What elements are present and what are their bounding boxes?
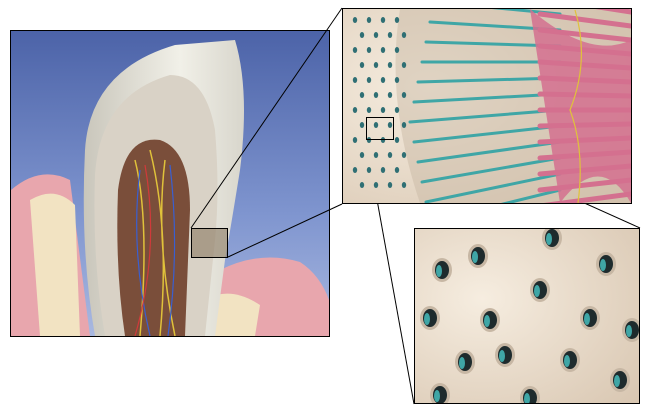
tubule-opening [380,17,386,23]
tubule-opening [352,77,358,83]
tubule-wall [484,315,490,327]
tubule [412,92,562,104]
tubule-opening [394,107,400,113]
tubule-opening [366,107,372,113]
tubule-opening [380,107,386,113]
tubule-opening [359,62,365,68]
tubule-opening [366,167,372,173]
tubule-wall [472,251,478,263]
tubule-opening [352,47,358,53]
tubule-opening [352,137,358,143]
zoom-box-2 [366,117,394,140]
tubule-opening [387,152,393,158]
tubule-opening [401,182,407,188]
tubule-wall [626,325,632,337]
tubule-opening [401,62,407,68]
tubule-opening [387,62,393,68]
odontoblast-process [537,11,631,29]
tubule-opening [394,77,400,83]
tubule-openings-closeup [420,229,639,403]
tubule-wall [614,375,620,387]
tubule-opening [401,92,407,98]
tubule-opening [366,17,372,23]
panel-border [10,30,330,337]
tubule-opening [380,167,386,173]
tubule [416,140,562,164]
tubule-opening [387,92,393,98]
tubule-opening [359,122,365,128]
tubule [412,124,562,144]
tubule-opening [380,47,386,53]
tubule-wall [436,265,442,277]
odontoblast-process [543,191,631,203]
tubule-opening [387,32,393,38]
tubule-opening [373,32,379,38]
tubule-opening [401,32,407,38]
tubule-wall [434,390,440,402]
tubule-wall [546,233,552,245]
tubule [416,76,562,84]
tubule-wall [459,357,465,369]
tubule [424,172,562,203]
tubule-wall [564,355,570,367]
tubule-opening [373,92,379,98]
tubule-opening [359,152,365,158]
dentin-surface-panel [414,228,640,404]
tubule-opening [373,182,379,188]
tubule-opening [373,62,379,68]
tubule-opening [373,152,379,158]
dentin-tubules-panel [342,8,632,204]
tubule-wall [584,313,590,325]
odontoblasts [530,9,631,203]
tubule-opening [380,77,386,83]
tooth-cross-section-panel [10,30,330,337]
tubule-opening [352,17,358,23]
tubule [500,188,562,203]
tubule-wall [499,350,505,362]
tubule [420,156,562,184]
tubule-opening [394,137,400,143]
tubule-wall [600,259,606,271]
tubule-opening [401,122,407,128]
nerve-fiber [569,9,583,203]
dentin-sample-area [192,228,228,257]
tubule-opening [394,17,400,23]
tubule-opening [387,182,393,188]
tubule-opening [394,167,400,173]
tubule-opening [359,32,365,38]
tubule-wall [524,393,530,403]
bone-left [30,193,80,336]
arteries [134,164,152,336]
veins [136,164,176,336]
odontoblast-process [595,9,631,15]
tubule-openings [352,17,407,188]
tubule-opening [352,167,358,173]
panel-border [414,228,640,404]
tubule-opening [359,92,365,98]
tubule-opening [387,122,393,128]
tubule-opening [359,182,365,188]
tubule-opening [352,107,358,113]
zoom-box-1 [191,228,228,258]
panel-border [342,8,632,204]
tubule-opening [366,77,372,83]
tubule [408,108,562,124]
tubule-opening [401,152,407,158]
tubule-wall [424,313,430,325]
tubule-opening [373,122,379,128]
tubule-wall [534,285,540,297]
tubule-opening [366,47,372,53]
tubule-opening [394,47,400,53]
